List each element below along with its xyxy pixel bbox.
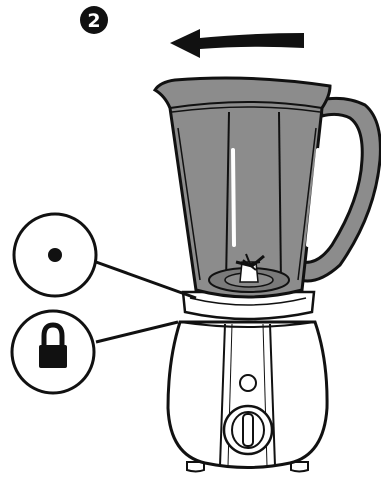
step-badge: 2: [80, 6, 108, 34]
pulse-button: [240, 375, 256, 391]
callout-locked: [12, 311, 94, 393]
callout-unlocked: [14, 214, 96, 296]
blender-base: [168, 322, 327, 468]
speed-dial: [224, 406, 272, 454]
step-number: 2: [87, 10, 100, 32]
curved-arrow-left-icon: [170, 29, 304, 58]
dot-icon: [48, 248, 62, 262]
